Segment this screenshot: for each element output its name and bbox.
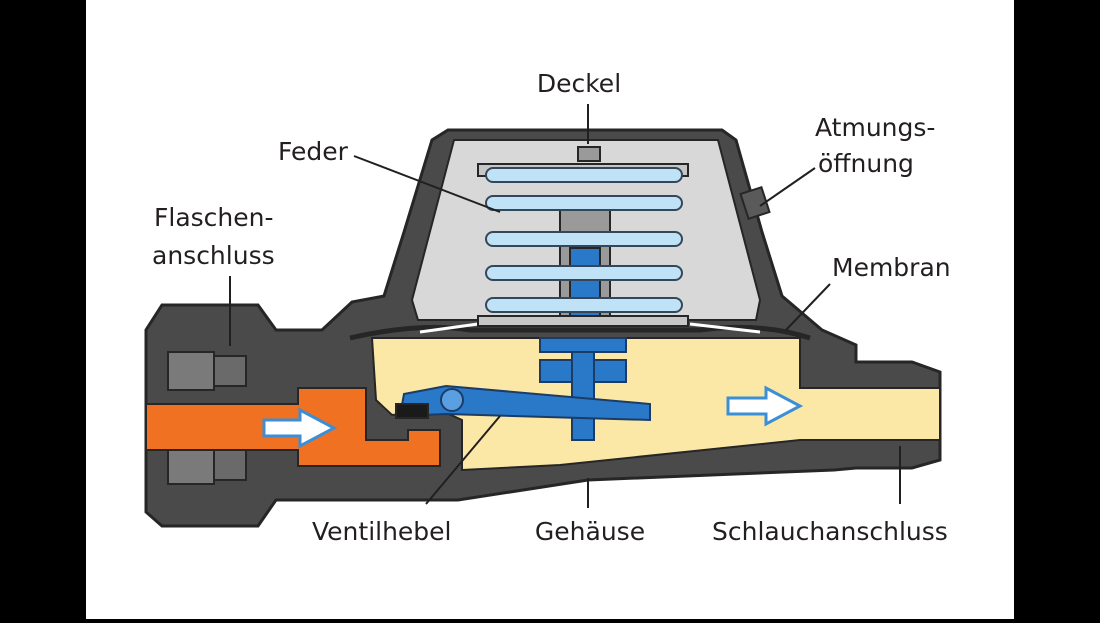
cover-cap	[577, 146, 601, 162]
label-feder: Feder	[278, 137, 349, 166]
inlet-nut	[167, 351, 247, 485]
label-deckel: Deckel	[537, 69, 621, 98]
label-flaschen-line1: Flaschen-	[154, 203, 274, 232]
spring-coil	[485, 231, 683, 247]
label-membran: Membran	[832, 253, 951, 282]
membrane	[349, 324, 811, 341]
leader-lines	[229, 104, 901, 508]
leader-membran	[785, 283, 831, 331]
outlet-flow-arrow	[726, 385, 804, 427]
label-flaschen-line2: anschluss	[152, 241, 275, 270]
spring-coil	[485, 195, 683, 211]
leader-ventilhebel	[425, 415, 501, 505]
label-ventilhebel: Ventilhebel	[312, 517, 452, 546]
valve-seat-pad	[395, 403, 429, 419]
spring-plate-bottom	[477, 315, 689, 327]
breathing-vent	[739, 185, 771, 221]
spring-coil	[485, 167, 683, 183]
leader-atmung	[759, 167, 816, 207]
label-atmung-line2: öffnung	[818, 149, 914, 178]
low-pressure-chamber	[370, 337, 941, 472]
inlet-flow-arrow	[262, 407, 338, 449]
label-atmung-line1: Atmungs-	[815, 113, 935, 142]
valve-lever	[395, 384, 651, 422]
spring-coil	[485, 265, 683, 281]
valve-stem	[539, 337, 627, 441]
label-gehaeuse: Gehäuse	[535, 517, 645, 546]
membrane-highlight	[419, 322, 761, 334]
spring-coil	[485, 297, 683, 313]
leader-feder	[353, 155, 501, 213]
spring	[477, 167, 689, 327]
label-schlauch: Schlauchanschluss	[712, 517, 948, 546]
